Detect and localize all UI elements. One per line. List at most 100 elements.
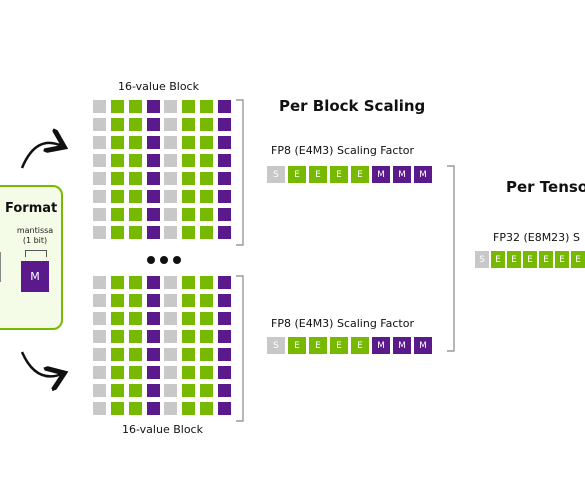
block-cell-purple	[218, 276, 231, 289]
format-title: Format	[5, 201, 58, 216]
scale-bit-cell: S	[475, 251, 489, 268]
block-cell-green	[182, 226, 195, 239]
scale-bit-cell: E	[330, 166, 348, 183]
scale-bit-cell: E	[539, 251, 553, 268]
block-cell-green	[200, 226, 213, 239]
mantissa-label-text: mantissa	[16, 226, 54, 235]
block-cell-purple	[218, 330, 231, 343]
mantissa-cell: M	[21, 261, 49, 292]
block-cell-green	[129, 154, 142, 167]
block-cell-green	[182, 190, 195, 203]
block-cell-green	[129, 366, 142, 379]
block-cell-gray	[93, 100, 106, 113]
block-cell-gray	[164, 154, 177, 167]
block-cell-purple	[218, 294, 231, 307]
block-cell-gray	[93, 384, 106, 397]
block-label-top: 16-value Block	[118, 80, 199, 93]
block-cell-green	[111, 100, 124, 113]
block-cell-green	[182, 100, 195, 113]
block-cell-green	[182, 118, 195, 131]
block-cell-gray	[93, 226, 106, 239]
block-cell-green	[200, 100, 213, 113]
block-cell-purple	[218, 384, 231, 397]
block-cell-green	[111, 208, 124, 221]
block-cell-gray	[93, 366, 106, 379]
block-cell-purple	[147, 100, 160, 113]
left-edge-line	[0, 252, 1, 282]
block-cell-green	[182, 154, 195, 167]
block-cell-green	[129, 136, 142, 149]
scale-label-bottom: FP8 (E4M3) Scaling Factor	[271, 317, 414, 330]
mantissa-bits-text: (1 bit)	[22, 236, 48, 245]
block-cell-gray	[93, 172, 106, 185]
block-cell-green	[129, 402, 142, 415]
block-cell-gray	[164, 226, 177, 239]
block-bracket-top	[236, 99, 244, 246]
block-cell-purple	[147, 348, 160, 361]
block-cell-green	[111, 154, 124, 167]
block-cell-gray	[164, 276, 177, 289]
per-tensor-heading: Per Tenso	[506, 178, 585, 196]
scale-bit-cell: E	[288, 166, 306, 183]
arrow-up-icon	[20, 143, 62, 169]
block-cell-purple	[218, 312, 231, 325]
scale-bit-cell: M	[393, 337, 411, 354]
block-cell-green	[111, 330, 124, 343]
block-cell-purple	[218, 100, 231, 113]
block-cell-purple	[147, 312, 160, 325]
block-cell-green	[129, 312, 142, 325]
block-cell-green	[200, 208, 213, 221]
block-cell-purple	[218, 226, 231, 239]
block-cell-purple	[218, 136, 231, 149]
block-cell-gray	[93, 294, 106, 307]
block-cell-green	[182, 294, 195, 307]
block-cell-green	[111, 402, 124, 415]
block-cell-gray	[164, 100, 177, 113]
block-cell-green	[129, 226, 142, 239]
block-cell-gray	[93, 190, 106, 203]
block-cell-green	[111, 226, 124, 239]
scale-bit-cell: E	[351, 337, 369, 354]
block-cell-green	[111, 384, 124, 397]
block-cell-gray	[93, 208, 106, 221]
scale-bit-cell: E	[330, 337, 348, 354]
block-cell-green	[111, 312, 124, 325]
block-cell-gray	[93, 330, 106, 343]
scale-bit-cell: E	[309, 337, 327, 354]
format-box	[0, 185, 63, 330]
block-cell-green	[200, 172, 213, 185]
block-cell-purple	[218, 402, 231, 415]
scale-bit-cell: S	[267, 166, 285, 183]
scale-bit-cell: E	[571, 251, 585, 268]
tensor-scale-label: FP32 (E8M23) S	[493, 231, 580, 244]
block-cell-green	[182, 366, 195, 379]
mantissa-bracket	[25, 250, 47, 257]
block-cell-gray	[164, 348, 177, 361]
block-cell-gray	[164, 118, 177, 131]
block-cell-green	[111, 118, 124, 131]
block-bracket-bottom	[236, 275, 244, 422]
per-block-heading: Per Block Scaling	[279, 97, 426, 115]
block-cell-green	[200, 330, 213, 343]
block-cell-green	[200, 384, 213, 397]
scale-label-top: FP8 (E4M3) Scaling Factor	[271, 144, 414, 157]
block-cell-gray	[93, 118, 106, 131]
block-cell-purple	[147, 154, 160, 167]
block-cell-gray	[93, 136, 106, 149]
scale-bit-cell: M	[393, 166, 411, 183]
scale-bit-cell: E	[309, 166, 327, 183]
scale-bit-cell: M	[372, 166, 390, 183]
block-cell-green	[111, 276, 124, 289]
block-cell-gray	[93, 312, 106, 325]
block-cell-green	[200, 154, 213, 167]
block-cell-gray	[93, 154, 106, 167]
block-cell-purple	[147, 226, 160, 239]
arrow-down-icon	[20, 351, 62, 376]
ellipsis-dot	[173, 256, 181, 264]
block-cell-gray	[164, 172, 177, 185]
scale-bit-cell: E	[351, 166, 369, 183]
block-cell-green	[182, 276, 195, 289]
block-cell-gray	[93, 402, 106, 415]
block-cell-green	[129, 190, 142, 203]
block-cell-green	[111, 348, 124, 361]
